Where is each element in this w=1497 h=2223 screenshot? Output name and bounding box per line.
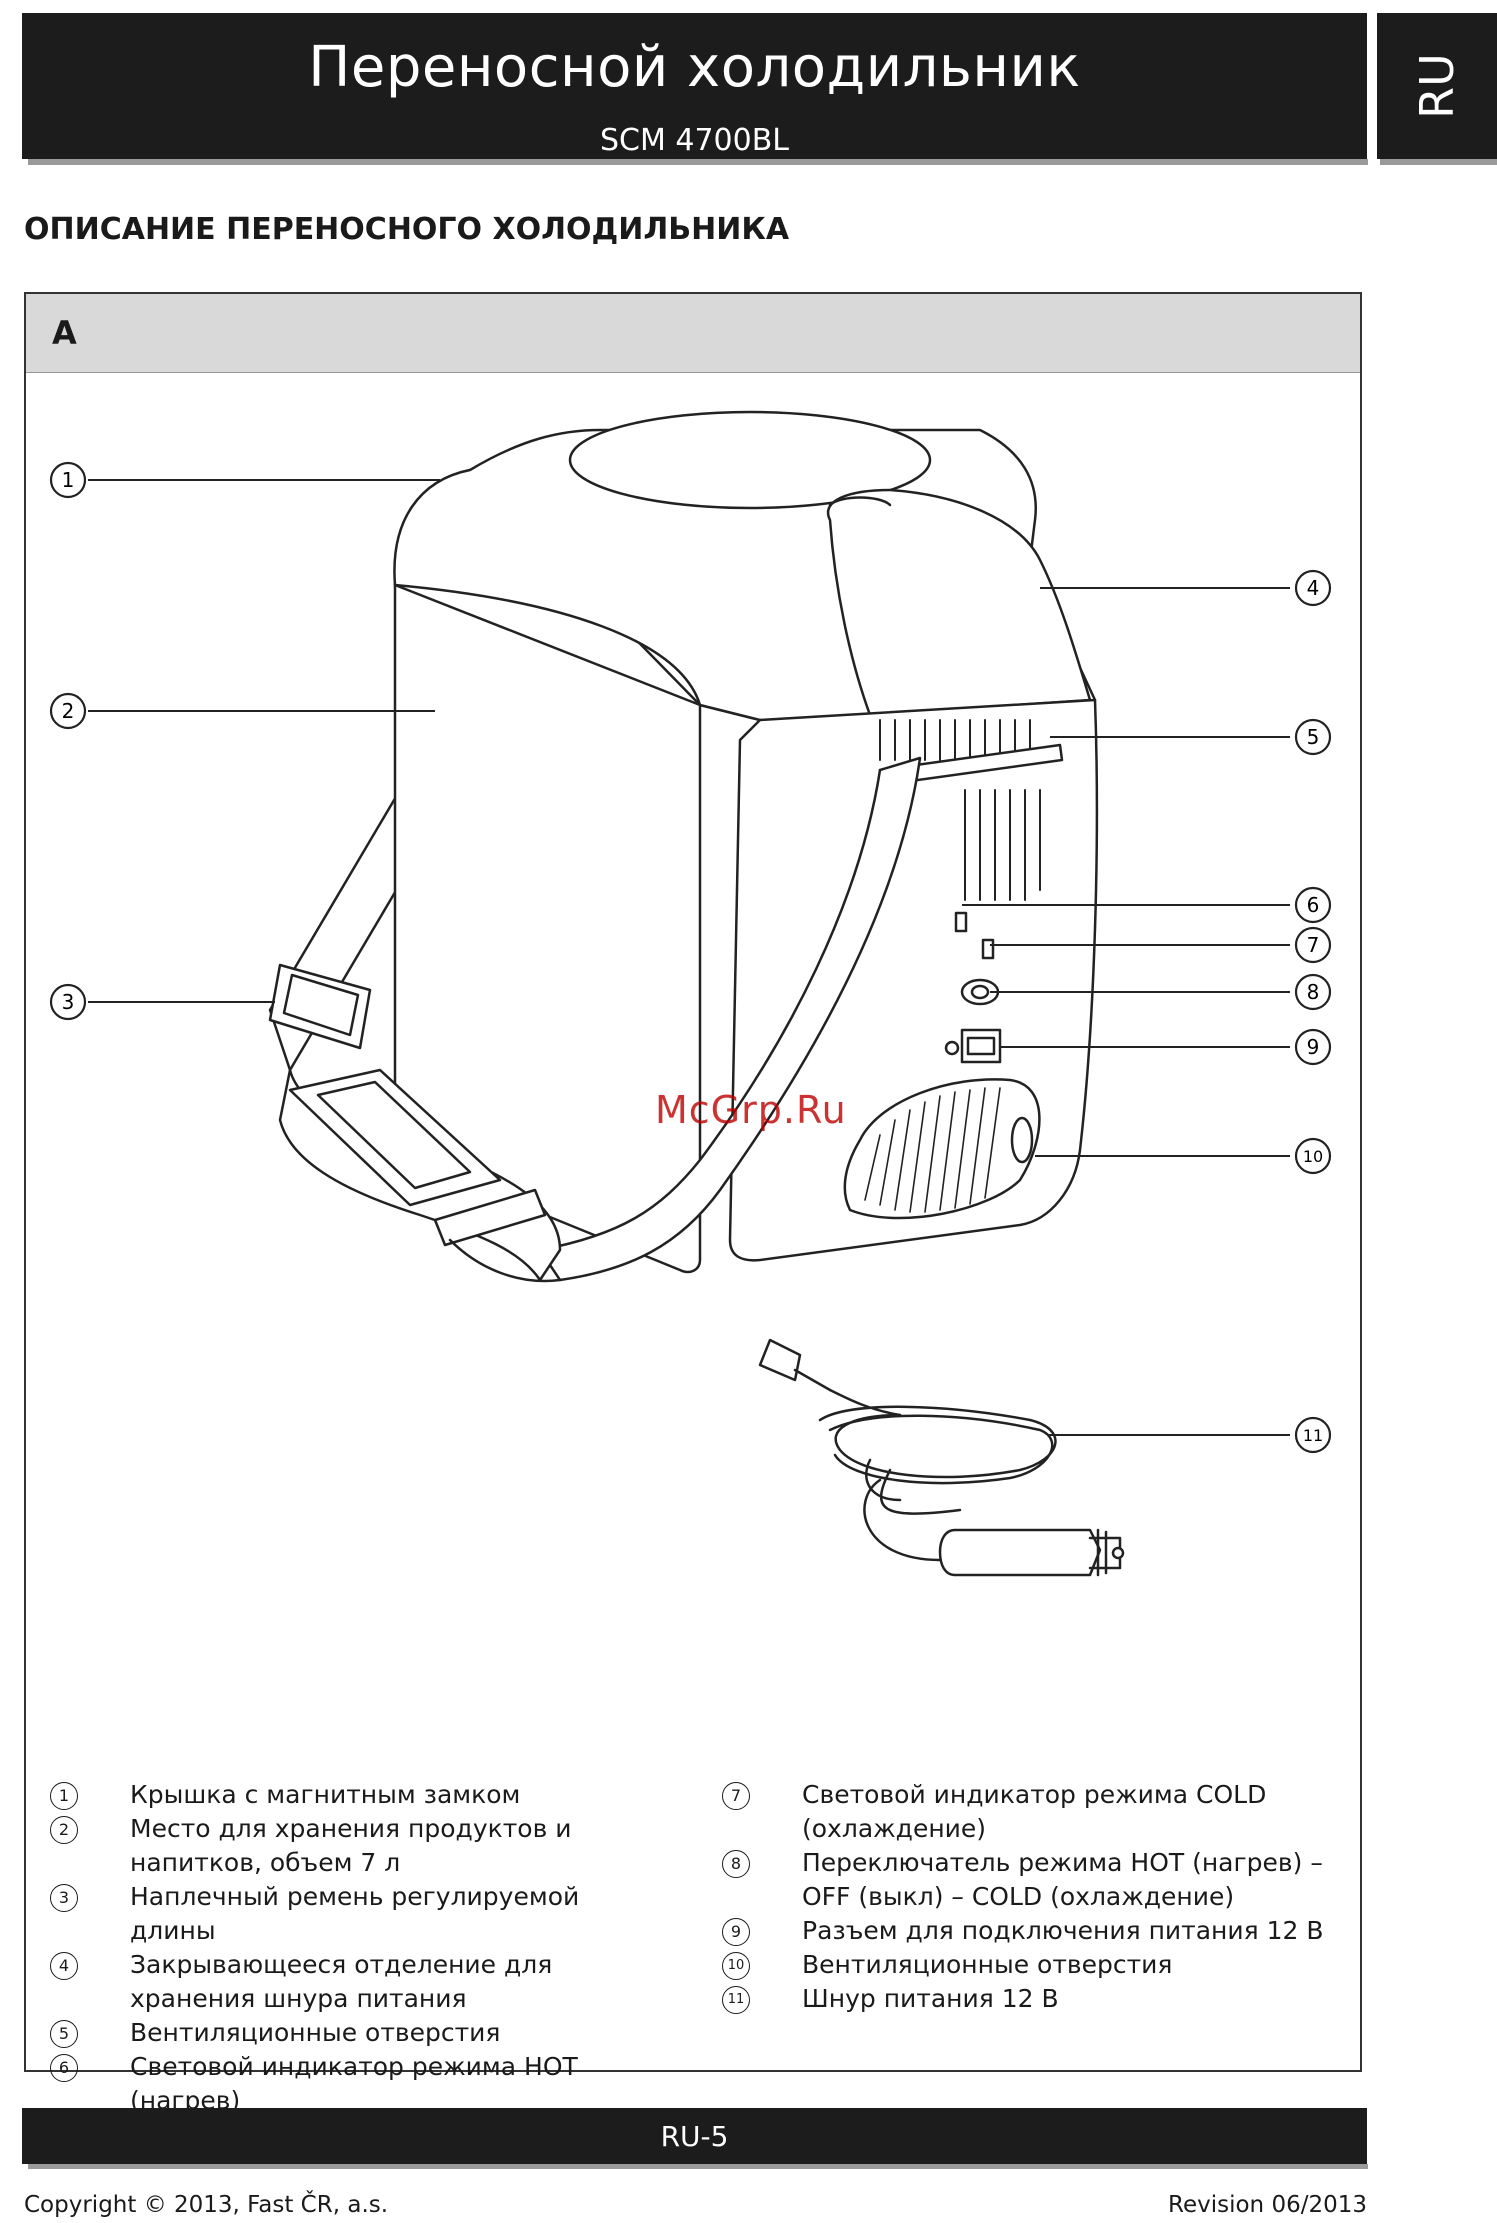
vent-slots-bottom — [864, 1087, 1001, 1213]
strap-end — [448, 1238, 562, 1283]
vent-slots-top — [879, 719, 1041, 901]
callout-10: 10 — [1294, 1137, 1332, 1175]
footer-shadow — [28, 2164, 1368, 2169]
callout-9-label: 9 — [1307, 1035, 1320, 1059]
callout-1: 1 — [49, 461, 87, 499]
legend-item: 5 Вентиляционные отверстия — [50, 2016, 670, 2050]
figure-label-bar: A — [26, 294, 1360, 373]
legend-item: 9 Разъем для подключения питания 12 В — [722, 1914, 1342, 1948]
callout-4: 4 — [1294, 569, 1332, 607]
legend-number: 9 — [722, 1918, 750, 1946]
footer-bar: RU-5 — [22, 2108, 1367, 2164]
legend-number: 2 — [50, 1816, 78, 1844]
legend-number: 8 — [722, 1850, 750, 1878]
language-tab: RU — [1377, 13, 1497, 159]
page-number: RU-5 — [660, 2120, 729, 2153]
callout-3-label: 3 — [62, 990, 75, 1014]
callout-1-label: 1 — [62, 468, 75, 492]
callout-11-label: 11 — [1303, 1426, 1323, 1445]
figure-frame: A — [24, 292, 1362, 2072]
handle-nub — [828, 496, 892, 507]
callout-8: 8 — [1294, 973, 1332, 1011]
cord-compartment — [826, 488, 1092, 717]
page-header: Переносной холодильник SCM 4700BL — [22, 13, 1367, 159]
callout-6: 6 — [1294, 886, 1332, 924]
callout-3: 3 — [49, 983, 87, 1021]
legend-item: 8 Переключатель режима HOT (нагрев) – OFF… — [722, 1846, 1342, 1914]
legend-number: 7 — [722, 1782, 750, 1810]
callout-7: 7 — [1294, 926, 1332, 964]
callout-5-label: 5 — [1307, 725, 1320, 749]
legend-item: 3 Наплечный ремень регулируемой длины — [50, 1880, 670, 1948]
indicator-hot — [954, 911, 968, 933]
legend-item: 11 Шнур питания 12 В — [722, 1982, 1342, 2016]
legend-text: Разъем для подключения питания 12 В — [802, 1916, 1324, 1945]
language-tab-shadow — [1380, 159, 1497, 165]
legend-text: Место для хранения продуктов и напитков,… — [130, 1814, 572, 1877]
section-heading: ОПИСАНИЕ ПЕРЕНОСНОГО ХОЛОДИЛЬНИКА — [24, 212, 790, 247]
legend-number: 10 — [722, 1952, 750, 1980]
legend-text: Закрывающееся отделение для хранения шну… — [130, 1950, 553, 2013]
callout-6-label: 6 — [1307, 893, 1320, 917]
legend-number: 5 — [50, 2020, 78, 2048]
legend-item: 4 Закрывающееся отделение для хранения шн… — [50, 1948, 670, 2016]
page-title: Переносной холодильник — [308, 35, 1081, 100]
legend-number: 3 — [50, 1884, 78, 1912]
leader-lines — [88, 479, 1290, 1436]
legend-number: 11 — [722, 1986, 750, 2014]
legend-text: Вентиляционные отверстия — [130, 2018, 501, 2047]
legend-text: Шнур питания 12 В — [802, 1984, 1059, 2013]
callout-8-label: 8 — [1307, 980, 1320, 1004]
indicator-cold — [981, 938, 995, 960]
callout-10-label: 10 — [1303, 1147, 1323, 1166]
revision-text: Revision 06/2013 — [1168, 2192, 1367, 2218]
legend-text: Световой индикатор режима HOT (нагрев) — [130, 2052, 578, 2115]
legend-item: 2 Место для хранения продуктов и напитков… — [50, 1812, 670, 1880]
legend-text: Наплечный ремень регулируемой длины — [130, 1882, 580, 1945]
legend-item: 6 Световой индикатор режима HOT (нагрев) — [50, 2050, 670, 2118]
callout-markers: 1 2 3 4 5 6 7 8 9 10 11 — [49, 461, 1332, 1454]
legend-item: 7 Световой индикатор режима COLD (охлажде… — [722, 1778, 1342, 1846]
legend-text: Световой индикатор режима COLD (охлажден… — [802, 1780, 1267, 1843]
legend-number: 4 — [50, 1952, 78, 1980]
legend-number: 1 — [50, 1782, 78, 1810]
buckle-lower-2 — [433, 1188, 547, 1247]
figure-label: A — [52, 314, 77, 352]
watermark: McGrp.Ru — [655, 1088, 847, 1132]
copyright-text: Copyright © 2013, Fast ČR, a.s. — [24, 2192, 389, 2218]
legend-item: 10 Вентиляционные отверстия — [722, 1948, 1342, 1982]
legend-left-column: 1 Крышка с магнитным замком 2 Место для хр… — [50, 1778, 670, 2118]
legend-number: 6 — [50, 2054, 78, 2082]
legend-text: Вентиляционные отверстия — [802, 1950, 1173, 1979]
model-number: SCM 4700BL — [599, 123, 790, 158]
legend-text: Крышка с магнитным замком — [130, 1780, 521, 1809]
callout-7-label: 7 — [1307, 933, 1320, 957]
callout-2: 2 — [49, 692, 87, 730]
vent-bottom — [843, 1078, 1041, 1220]
car-plug — [938, 1528, 1102, 1577]
power-cord — [758, 1338, 1125, 1577]
callout-4-label: 4 — [1307, 576, 1320, 600]
legend-text: Переключатель режима HOT (нагрев) – OFF … — [802, 1848, 1323, 1911]
lid-top-panel — [568, 410, 932, 510]
callout-11: 11 — [1294, 1416, 1332, 1454]
legend-item: 1 Крышка с магнитным замком — [50, 1778, 670, 1812]
callout-5: 5 — [1294, 718, 1332, 756]
callout-2-label: 2 — [62, 699, 75, 723]
buckle-lower-1 — [288, 1068, 502, 1207]
legend-right-column: 7 Световой индикатор режима COLD (охлажде… — [722, 1778, 1342, 2016]
header-shadow — [28, 159, 1368, 165]
callout-9: 9 — [1294, 1028, 1332, 1066]
